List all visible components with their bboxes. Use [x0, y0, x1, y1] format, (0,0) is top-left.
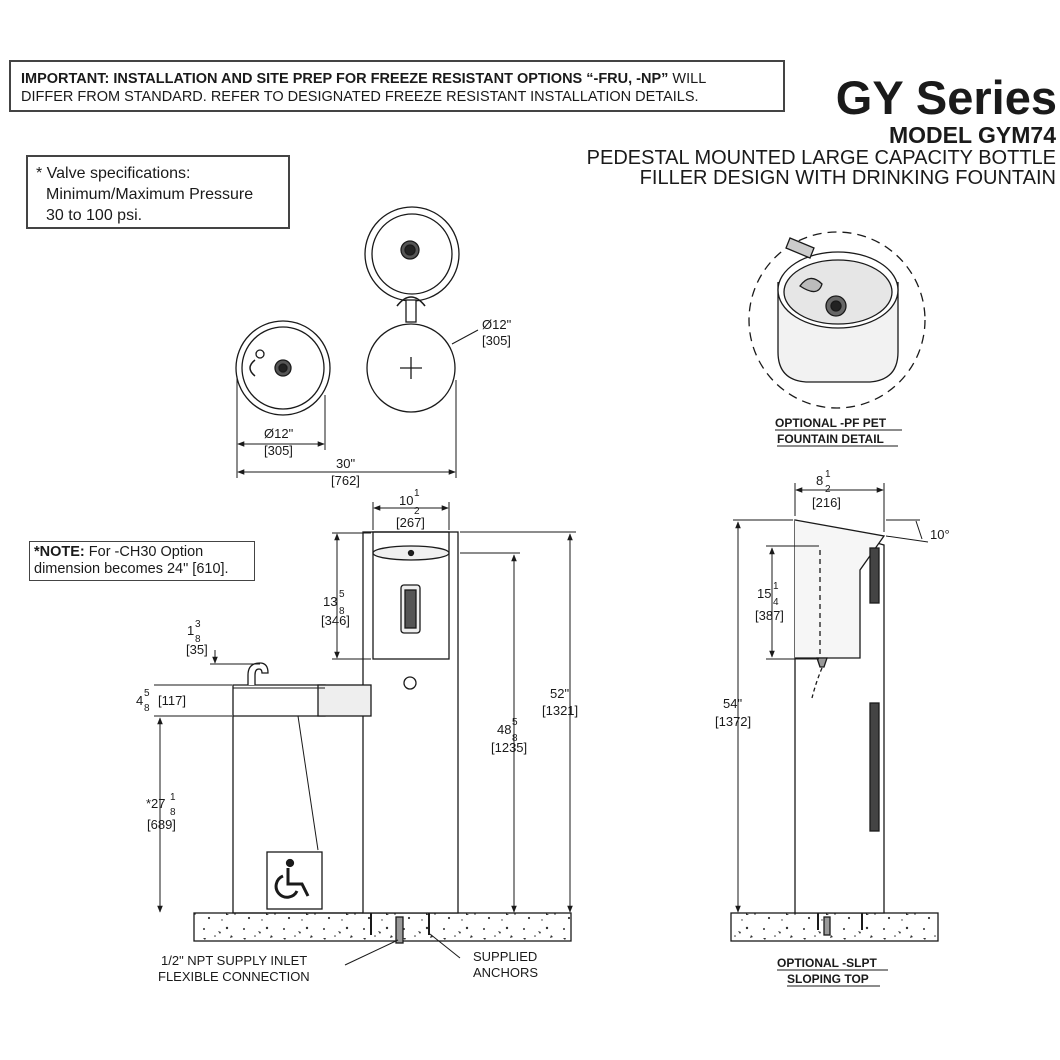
overall-width-label: 30" [336, 456, 355, 471]
svg-text:1: 1 [414, 488, 420, 499]
ch30-note-box: *NOTE: For -CH30 Option dimension become… [29, 541, 255, 581]
pet-detail-caption-line1: OPTIONAL -PF PET [775, 416, 887, 430]
svg-text:5: 5 [144, 688, 150, 699]
svg-text:5: 5 [339, 589, 345, 600]
supply-inlet-label-line1: 1/2" NPT SUPPLY INLET [161, 953, 307, 968]
model-number: MODEL GYM74 [889, 122, 1056, 148]
top-width-whole: 8 [816, 473, 823, 488]
side-overall-height-mm: [1372] [715, 714, 751, 729]
overall-width-mm: [762] [331, 473, 360, 488]
upper-height-whole: 15 [757, 586, 771, 601]
panel-height-whole: 13 [323, 594, 337, 609]
installation-notice-box: IMPORTANT: INSTALLATION AND SITE PREP FO… [9, 60, 785, 112]
svg-text:8: 8 [170, 807, 176, 818]
valve-spec-box: * Valve specifications: Minimum/Maximum … [26, 155, 290, 229]
svg-text:8: 8 [195, 634, 201, 645]
overall-width-dimension [237, 380, 457, 478]
svg-text:8: 8 [512, 733, 518, 744]
bowl-height-whole: 4 [136, 693, 143, 708]
slpt-caption-line1: OPTIONAL -SLPT [777, 956, 877, 970]
installation-notice-line2: DIFFER FROM STANDARD. REFER TO DESIGNATE… [21, 89, 699, 105]
svg-text:5: 5 [512, 717, 518, 728]
pedestal-tower-top-outline [366, 323, 456, 413]
filler-panel [372, 531, 450, 660]
pet-fountain-detail [748, 231, 926, 409]
filler-height-mm: [1235] [491, 740, 527, 755]
svg-text:8: 8 [339, 606, 345, 617]
anchors-label-line2: ANCHORS [473, 965, 538, 980]
upper-height-mm: [387] [755, 608, 784, 623]
spout-height-whole: 1 [187, 623, 194, 638]
overall-height-mm: [1321] [542, 703, 578, 718]
bowl-diameter-label: Ø12" [264, 426, 294, 441]
filler-height-whole: 48 [497, 722, 511, 737]
svg-text:4: 4 [773, 597, 779, 608]
series-title: GY Series [835, 71, 1057, 124]
top-view [235, 206, 479, 416]
bowl-diameter-dimension [236, 376, 326, 478]
svg-text:1: 1 [170, 792, 176, 803]
side-dimensions [733, 483, 929, 913]
tower-width-whole: 10 [399, 493, 413, 508]
panel-height-mm: [346] [321, 613, 350, 628]
spout-height-mm: [35] [186, 642, 208, 657]
top-right-diameter-mm: [305] [482, 333, 511, 348]
svg-text:8: 8 [144, 703, 150, 714]
side-overall-height: 54" [723, 696, 742, 711]
slope-angle: 10° [930, 527, 950, 542]
svg-text:1: 1 [773, 581, 779, 592]
svg-text:2: 2 [414, 506, 420, 517]
rim-height-whole: *27 [146, 796, 166, 811]
front-view [193, 531, 572, 944]
bowl-height-mm: [117] [158, 693, 186, 708]
supply-inlet-label-line2: FLEXIBLE CONNECTION [158, 969, 310, 984]
overall-height-label: 52" [550, 686, 569, 701]
tower-width-mm: [267] [396, 515, 425, 530]
rim-height-mm: [689] [147, 817, 176, 832]
top-right-diameter: Ø12" [482, 317, 512, 332]
top-width-mm: [216] [812, 495, 841, 510]
svg-text:2: 2 [825, 484, 831, 495]
side-view [730, 519, 939, 942]
svg-text:3: 3 [195, 619, 201, 630]
pet-detail-caption-line2: FOUNTAIN DETAIL [777, 432, 884, 446]
floor-slab [193, 912, 572, 942]
anchors-label-line1: SUPPLIED [473, 949, 537, 964]
fountain-bowl-outline [235, 320, 331, 416]
slpt-caption-line2: SLOPING TOP [787, 972, 869, 986]
side-floor-slab [730, 912, 939, 942]
front-dimensions [154, 502, 576, 966]
svg-text:1: 1 [825, 469, 831, 480]
bowl-diameter-mm: [305] [264, 443, 293, 458]
product-description: PEDESTAL MOUNTED LARGE CAPACITY BOTTLE F… [586, 147, 1056, 189]
installation-notice-line1: IMPORTANT: INSTALLATION AND SITE PREP FO… [21, 71, 707, 87]
accessibility-sign [266, 851, 323, 910]
